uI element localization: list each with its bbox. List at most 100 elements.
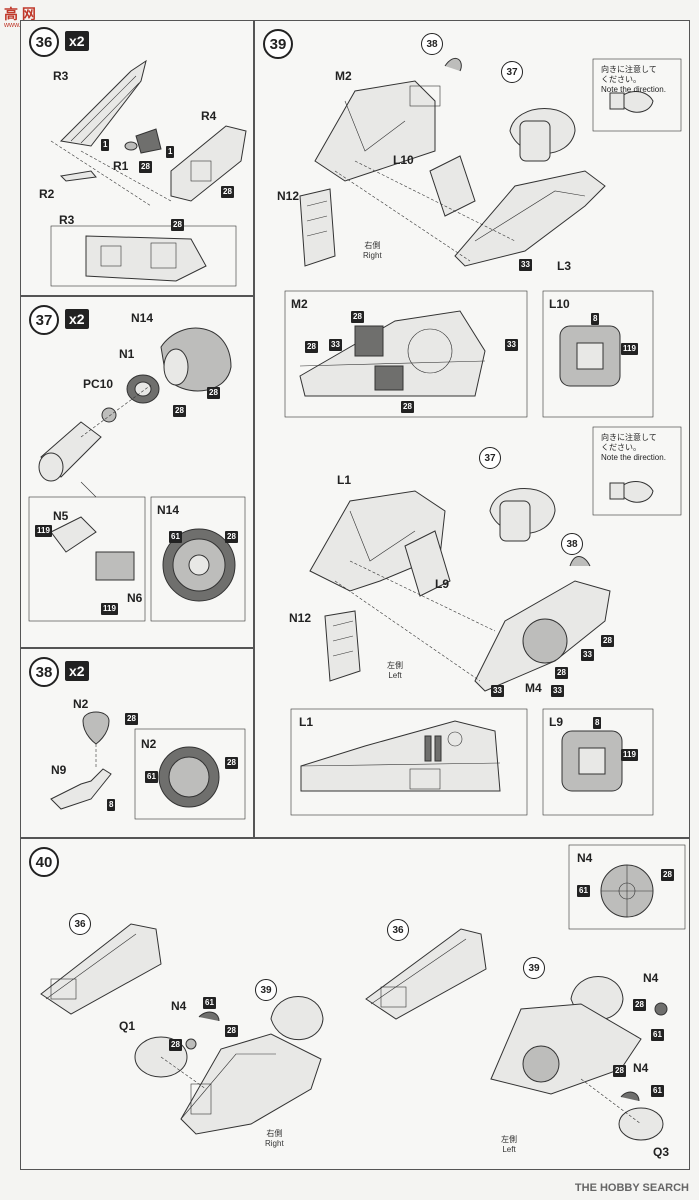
color-code: 28 xyxy=(207,387,220,399)
inset-l9-label: L9 xyxy=(549,715,564,729)
note-jp-2: ください。 xyxy=(601,443,641,452)
color-code: 61 xyxy=(203,997,216,1009)
part-l9: L9 xyxy=(435,577,450,591)
color-code: 33 xyxy=(329,339,342,351)
watermark: THE HOBBY SEARCH xyxy=(574,1182,689,1194)
step-37-panel: 37 x2 N14 N1 PC10 28 28 N5 119 N6 1 xyxy=(20,296,254,648)
step-36-number: 36 xyxy=(29,27,59,57)
color-code: 28 xyxy=(661,869,674,881)
step-40-number: 40 xyxy=(29,847,59,877)
sub-assembly-36: 36 xyxy=(69,913,91,935)
color-code: 33 xyxy=(519,259,532,271)
color-code: 61 xyxy=(169,531,182,543)
side-label-right: 右側 Right xyxy=(265,1129,284,1149)
side-label-left-jp: 左側 xyxy=(501,1135,517,1144)
side-label-left-jp: 左側 xyxy=(387,661,403,670)
note-en: Note the direction. xyxy=(601,85,666,94)
sub-assembly-39: 39 xyxy=(255,979,277,1001)
inset-l10-label: L10 xyxy=(549,297,570,311)
color-code: 28 xyxy=(139,161,152,173)
part-n1: N1 xyxy=(119,347,135,361)
sub-assembly-37: 37 xyxy=(501,61,523,83)
side-label-left: 左側 Left xyxy=(387,661,403,681)
direction-note-1: 向きに注意して ください。 Note the direction. xyxy=(601,65,666,95)
part-n6: N6 xyxy=(127,591,143,605)
side-label-left-en: Left xyxy=(502,1145,516,1154)
color-code: 61 xyxy=(145,771,158,783)
step-38-number: 38 xyxy=(29,657,59,687)
step-36-drawing xyxy=(50,59,247,287)
side-label-right-jp: 右側 xyxy=(266,1129,283,1138)
color-code: 28 xyxy=(171,219,184,231)
step-39-number: 39 xyxy=(263,29,293,59)
side-label-right: 右側 Right xyxy=(363,241,382,261)
step-36-panel: 36 x2 R3 R4 R1 R2 1 1 28 28 R3 28 xyxy=(20,20,254,296)
part-n12-right: N12 xyxy=(277,189,300,203)
inset-r3-label: R3 xyxy=(59,213,75,227)
color-code: 28 xyxy=(613,1065,626,1077)
part-m4: M4 xyxy=(525,681,542,695)
sub-assembly-37: 37 xyxy=(479,447,501,469)
step-40-panel: 40 xyxy=(20,838,690,1170)
note-jp-2: ください。 xyxy=(601,75,641,84)
site-logo: 高 网 xyxy=(4,6,36,22)
color-code: 61 xyxy=(651,1085,664,1097)
inset-n14-label: N14 xyxy=(157,503,180,517)
direction-note-2: 向きに注意して ください。 Note the direction. xyxy=(601,433,666,463)
color-code: 28 xyxy=(169,1039,182,1051)
side-label-right-en: Right xyxy=(363,251,382,260)
color-code: 1 xyxy=(166,146,175,158)
side-label-right-jp: 右側 xyxy=(364,241,381,250)
color-code: 119 xyxy=(101,603,118,615)
color-code: 28 xyxy=(601,635,614,647)
note-en: Note the direction. xyxy=(601,453,666,462)
color-code: 33 xyxy=(551,685,564,697)
color-code: 119 xyxy=(35,525,52,537)
part-n14: N14 xyxy=(131,311,154,325)
color-code: 28 xyxy=(225,531,238,543)
step-39-drawing xyxy=(284,57,682,816)
part-n4: N4 xyxy=(171,999,187,1013)
color-code: 28 xyxy=(305,341,318,353)
part-r3: R3 xyxy=(53,69,69,83)
inset-l1-label: L1 xyxy=(299,715,314,729)
part-n4: N4 xyxy=(643,971,659,985)
color-code: 28 xyxy=(555,667,568,679)
part-q3: Q3 xyxy=(653,1145,670,1159)
color-code: 28 xyxy=(225,1025,238,1037)
part-l10: L10 xyxy=(393,153,414,167)
step-40-drawing xyxy=(40,844,686,1141)
color-code: 33 xyxy=(505,339,518,351)
part-n5: N5 xyxy=(53,509,69,523)
color-code: 8 xyxy=(107,799,116,811)
sub-assembly-39: 39 xyxy=(523,957,545,979)
part-l1: L1 xyxy=(337,473,352,487)
part-pc10: PC10 xyxy=(83,377,114,391)
inset-n2-label: N2 xyxy=(141,737,157,751)
color-code: 28 xyxy=(351,311,364,323)
inset-n4-label: N4 xyxy=(577,851,593,865)
step-36-multiplier: x2 xyxy=(65,31,89,51)
part-n2: N2 xyxy=(73,697,89,711)
color-code: 28 xyxy=(633,999,646,1011)
color-code: 1 xyxy=(101,139,110,151)
part-n4: N4 xyxy=(633,1061,649,1075)
color-code: 28 xyxy=(173,405,186,417)
part-r4: R4 xyxy=(201,109,217,123)
color-code: 33 xyxy=(491,685,504,697)
color-code: 8 xyxy=(593,717,602,729)
step-37-number: 37 xyxy=(29,305,59,335)
sub-assembly-36: 36 xyxy=(387,919,409,941)
color-code: 28 xyxy=(225,757,238,769)
part-r2: R2 xyxy=(39,187,55,201)
step-38-panel: 38 x2 N2 28 N9 8 N2 61 28 xyxy=(20,648,254,838)
step-38-drawing xyxy=(50,711,246,820)
sub-assembly-38: 38 xyxy=(561,533,583,555)
color-code: 8 xyxy=(591,313,600,325)
step-37-drawing xyxy=(28,327,246,622)
side-label-left: 左側 Left xyxy=(501,1135,517,1155)
part-m2: M2 xyxy=(335,69,352,83)
color-code: 119 xyxy=(621,343,638,355)
step-38-multiplier: x2 xyxy=(65,661,89,681)
